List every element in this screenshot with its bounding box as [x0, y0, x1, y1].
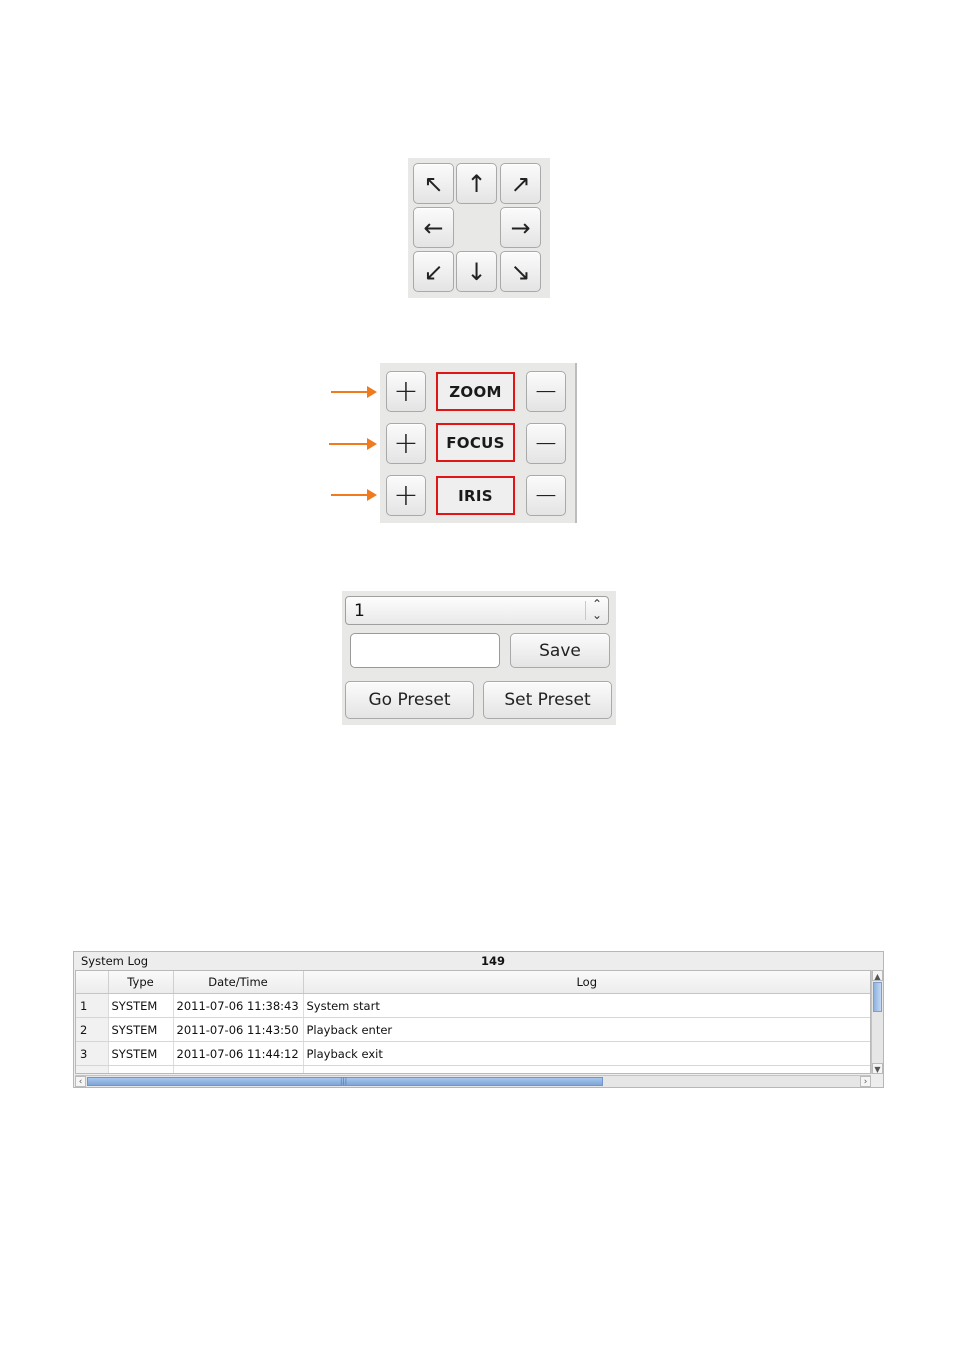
horizontal-scrollbar[interactable]: ‹ ||| ›: [75, 1075, 871, 1087]
focus-plus-button[interactable]: +: [386, 423, 426, 464]
system-log-panel: System Log 149 Type Date/Time Log 1 SYST…: [73, 951, 884, 1088]
scroll-right-icon[interactable]: ›: [860, 1076, 871, 1087]
cell-type: SYSTEM: [108, 1042, 173, 1066]
zoom-out-button[interactable]: −: [526, 371, 566, 412]
column-header-number[interactable]: [76, 971, 108, 994]
ptz-left-button[interactable]: ←: [413, 207, 454, 248]
cell-type: SYSTEM: [108, 1018, 173, 1042]
system-log-header: System Log 149: [74, 952, 883, 970]
iris-minus-button[interactable]: −: [526, 475, 566, 516]
arrow-down-icon: ↓: [466, 258, 486, 286]
preset-name-input[interactable]: [350, 633, 500, 668]
arrow-right-icon: →: [510, 214, 530, 242]
log-header-row: Type Date/Time Log: [76, 971, 871, 994]
iris-label: IRIS: [436, 476, 515, 515]
system-log-title: System Log: [81, 954, 148, 968]
zoom-in-button[interactable]: +: [386, 371, 426, 412]
ptz-up-button[interactable]: ↑: [456, 163, 497, 204]
select-divider: [585, 601, 586, 620]
minus-icon: −: [533, 374, 558, 409]
cell-log: System start: [303, 994, 871, 1018]
arrow-left-icon: ←: [423, 214, 443, 242]
ptz-down-right-button[interactable]: ↘: [500, 251, 541, 292]
focus-pointer-arrow: [329, 443, 375, 445]
focus-minus-button[interactable]: −: [526, 423, 566, 464]
scroll-up-icon[interactable]: ▲: [872, 970, 883, 981]
row-number: 1: [76, 994, 108, 1018]
column-header-type[interactable]: Type: [108, 971, 173, 994]
arrow-down-right-icon: ↘: [510, 258, 530, 286]
iris-pointer-arrow: [331, 494, 375, 496]
arrow-up-left-icon: ↖: [423, 170, 443, 198]
ptz-up-left-button[interactable]: ↖: [413, 163, 454, 204]
ptz-up-right-button[interactable]: ↗: [500, 163, 541, 204]
vertical-scroll-thumb[interactable]: [873, 982, 882, 1012]
row-number: 2: [76, 1018, 108, 1042]
ptz-down-left-button[interactable]: ↙: [413, 251, 454, 292]
log-table-container: Type Date/Time Log 1 SYSTEM 2011-07-06 1…: [75, 970, 871, 1074]
select-up-down-icon: ⌃⌄: [592, 599, 602, 621]
set-preset-button[interactable]: Set Preset: [483, 681, 612, 719]
ptz-down-button[interactable]: ↓: [456, 251, 497, 292]
preset-panel: 1 ⌃⌄ Save Go Preset Set Preset: [342, 591, 616, 725]
ptz-right-button[interactable]: →: [500, 207, 541, 248]
zoom-label: ZOOM: [436, 372, 515, 411]
cell-type: SYSTEM: [108, 994, 173, 1018]
minus-icon: −: [533, 478, 558, 513]
save-button[interactable]: Save: [510, 633, 610, 668]
scroll-down-icon[interactable]: ▼: [872, 1063, 883, 1074]
column-header-log[interactable]: Log: [303, 971, 871, 994]
grip-icon: |||: [340, 1077, 347, 1085]
system-log-count: 149: [481, 954, 505, 968]
arrow-up-icon: ↑: [466, 170, 486, 198]
cell-log: Playback exit: [303, 1042, 871, 1066]
table-row[interactable]: 1 SYSTEM 2011-07-06 11:38:43 System star…: [76, 994, 871, 1018]
plus-icon: +: [393, 374, 418, 409]
minus-icon: −: [533, 426, 558, 461]
column-header-datetime[interactable]: Date/Time: [173, 971, 303, 994]
preset-number-select[interactable]: 1 ⌃⌄: [345, 596, 609, 625]
plus-icon: +: [393, 426, 418, 461]
cell-datetime: 2011-07-06 11:38:43: [173, 994, 303, 1018]
horizontal-scroll-thumb[interactable]: |||: [87, 1077, 603, 1086]
lens-control-panel: + ZOOM − + FOCUS − + IRIS −: [380, 363, 577, 523]
iris-plus-button[interactable]: +: [386, 475, 426, 516]
table-row[interactable]: [76, 1066, 871, 1075]
cell-log: Playback enter: [303, 1018, 871, 1042]
row-number: 3: [76, 1042, 108, 1066]
zoom-pointer-arrow: [331, 391, 375, 393]
ptz-direction-pad: ↖ ↑ ↗ ← → ↙ ↓ ↘: [408, 158, 550, 298]
table-row[interactable]: 3 SYSTEM 2011-07-06 11:44:12 Playback ex…: [76, 1042, 871, 1066]
go-preset-button[interactable]: Go Preset: [345, 681, 474, 719]
arrow-up-right-icon: ↗: [510, 170, 530, 198]
vertical-scrollbar[interactable]: ▲ ▼: [871, 970, 883, 1074]
focus-label: FOCUS: [436, 423, 515, 462]
cell-datetime: 2011-07-06 11:43:50: [173, 1018, 303, 1042]
log-table: Type Date/Time Log 1 SYSTEM 2011-07-06 1…: [76, 971, 871, 1074]
cell-datetime: 2011-07-06 11:44:12: [173, 1042, 303, 1066]
table-row[interactable]: 2 SYSTEM 2011-07-06 11:43:50 Playback en…: [76, 1018, 871, 1042]
preset-number-value: 1: [354, 601, 365, 621]
arrow-down-left-icon: ↙: [423, 258, 443, 286]
plus-icon: +: [393, 478, 418, 513]
scroll-left-icon[interactable]: ‹: [75, 1076, 86, 1087]
